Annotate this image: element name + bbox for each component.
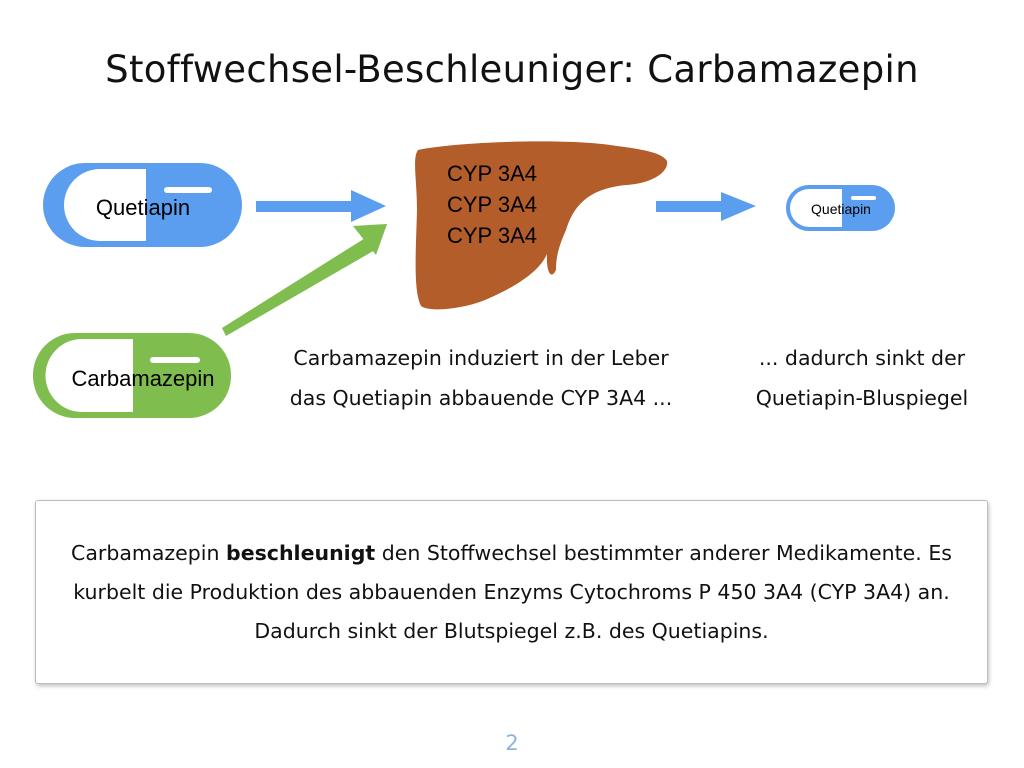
- description-line: ... dadurch sinkt der: [758, 346, 966, 370]
- description-line: das Quetiapin abbauende CYP 3A4 ...: [289, 386, 673, 410]
- summary-text-bold: beschleunigt: [226, 540, 376, 565]
- quetiapin-pill: Quetiapin: [43, 163, 242, 247]
- summary-text: Carbamazepin beschleunigt den Stoffwechs…: [47, 534, 977, 651]
- description-right: ... dadurch sinkt der Quetiapin-Bluspieg…: [712, 338, 1012, 418]
- quetiapin-pill-small: Quetiapin: [786, 185, 895, 231]
- pill-highlight: [164, 187, 212, 193]
- carbamazepin-pill-label: Carbamazepin: [71, 366, 214, 391]
- liver-enzyme-label: CYP 3A4: [447, 161, 537, 186]
- quetiapin-pill-small-label: Quetiapin: [811, 201, 871, 217]
- arrow-liver-to-result: [656, 192, 756, 221]
- pill-highlight: [851, 196, 876, 200]
- quetiapin-pill-label: Quetiapin: [96, 195, 190, 220]
- liver-enzyme-label: CYP 3A4: [447, 192, 537, 217]
- description-line: Carbamazepin induziert in der Leber: [293, 346, 669, 370]
- description-line: Quetiapin-Bluspiegel: [755, 386, 969, 410]
- page-number: 2: [505, 731, 519, 755]
- pill-highlight: [150, 357, 200, 363]
- summary-text-start: Carbamazepin: [71, 540, 227, 565]
- summary-text-end: den Stoffwechsel bestimmter anderer Medi…: [73, 540, 952, 643]
- arrow-carbamazepin-to-liver: [222, 224, 387, 336]
- arrow-quetiapin-to-liver: [256, 190, 386, 222]
- carbamazepin-pill: Carbamazepin: [33, 333, 231, 418]
- description-left: Carbamazepin induziert in der Leber das …: [246, 338, 716, 418]
- liver-enzyme-label: CYP 3A4: [447, 223, 537, 248]
- summary-box: Carbamazepin beschleunigt den Stoffwechs…: [35, 500, 988, 684]
- liver-shape: CYP 3A4 CYP 3A4 CYP 3A4: [415, 141, 668, 310]
- slide-title: Stoffwechsel-Beschleuniger: Carbamazepin: [105, 48, 919, 91]
